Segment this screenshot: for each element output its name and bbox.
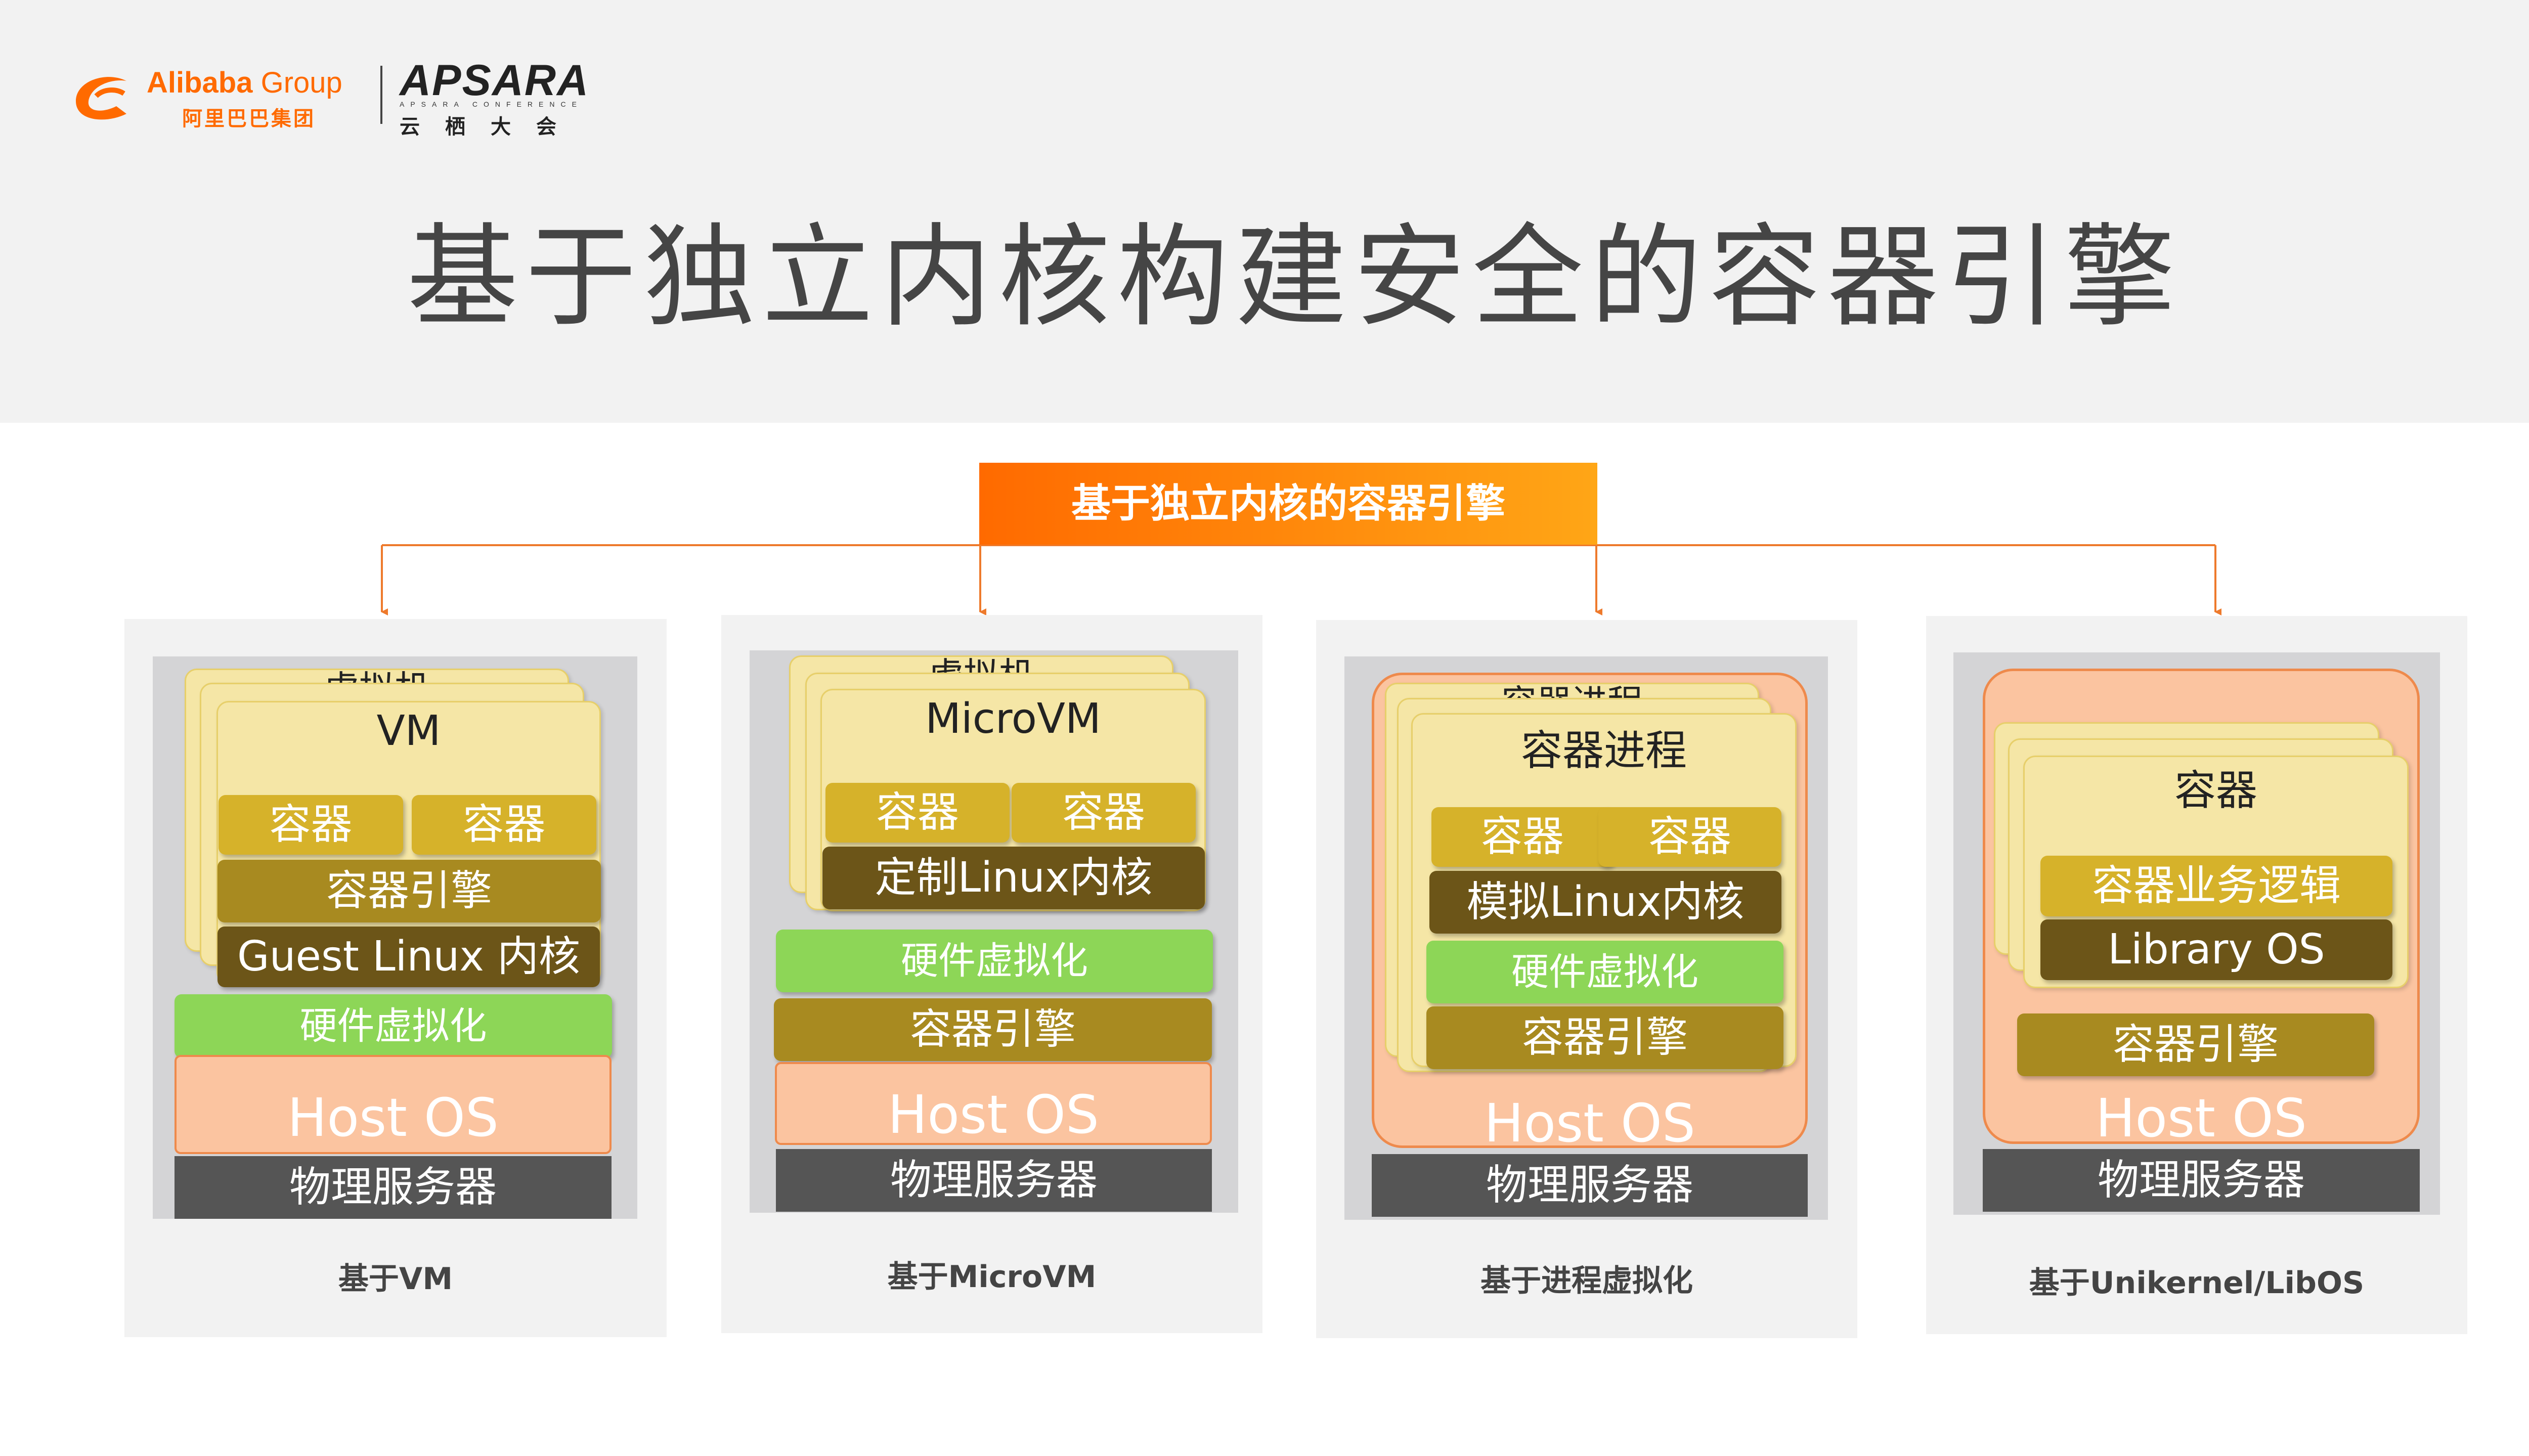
container-box: 容器 <box>825 783 1010 843</box>
alibaba-group-logo: Alibaba Group 阿里巴巴集团 <box>66 56 379 131</box>
group-wordmark: Group <box>252 66 342 99</box>
container-box: 容器 <box>219 795 403 855</box>
physical-server-layer: 物理服务器 <box>175 1156 612 1219</box>
business-logic-layer: 容器业务逻辑 <box>2040 856 2392 916</box>
container-box: 容器 <box>412 795 596 855</box>
physical-server-layer: 物理服务器 <box>1983 1149 2420 1212</box>
apsara-subtitle: APSARA CONFERENCE <box>400 100 583 108</box>
host-os-layer: Host OS <box>775 1062 1212 1145</box>
apsara-cn-wordmark: 云栖大会 <box>400 115 582 139</box>
emulated-kernel-layer: 模拟Linux内核 <box>1429 871 1781 934</box>
container-box: 容器 <box>1431 807 1614 867</box>
panel-caption: 基于Unikernel/LibOS <box>2029 1265 2365 1301</box>
hardware-virtualization-layer: 硬件虚拟化 <box>776 930 1213 992</box>
page-title: 基于独立内核构建安全的容器引擎 <box>407 212 2183 342</box>
container-box: 容器 <box>1598 807 1781 867</box>
hardware-virtualization-layer: 硬件虚拟化 <box>175 994 612 1058</box>
panel-caption: 基于MicroVM <box>887 1259 1097 1295</box>
physical-server-layer: 物理服务器 <box>776 1149 1212 1212</box>
host-os-label: Host OS <box>1484 1092 1695 1154</box>
microvm-card-title: MicroVM <box>925 695 1101 743</box>
alibaba-smile-icon <box>76 77 126 120</box>
container-engine-layer: 容器引擎 <box>217 860 601 922</box>
header-band <box>0 0 2529 423</box>
unikernel-card-title: 容器 <box>2174 767 2257 815</box>
apsara-wordmark: APSARA <box>400 56 590 105</box>
panel-caption: 基于进程虚拟化 <box>1480 1263 1693 1299</box>
alibaba-wordmark: Alibaba <box>147 66 253 99</box>
panel-caption: 基于VM <box>338 1261 453 1297</box>
process-card-title: 容器进程 <box>1520 727 1687 775</box>
library-os-layer: Library OS <box>2040 919 2392 980</box>
hardware-virtualization-layer: 硬件虚拟化 <box>1426 941 1783 1003</box>
container-engine-layer: 容器引擎 <box>2017 1013 2374 1076</box>
container-engine-layer: 容器引擎 <box>1426 1006 1783 1069</box>
custom-kernel-layer: 定制Linux内核 <box>822 847 1205 909</box>
container-engine-layer: 容器引擎 <box>774 998 1212 1061</box>
apsara-logo: APSARA APSARA CONFERENCE 云栖大会 <box>400 56 592 139</box>
guest-kernel-layer: Guest Linux 内核 <box>217 926 600 987</box>
physical-server-layer: 物理服务器 <box>1372 1154 1808 1217</box>
container-box: 容器 <box>1012 783 1196 843</box>
alibaba-cn-wordmark: 阿里巴巴集团 <box>182 107 316 130</box>
logo-divider <box>380 66 382 124</box>
root-node: 基于独立内核的容器引擎 <box>979 463 1597 545</box>
vm-card-title: VM <box>376 707 441 755</box>
host-os-layer: Host OS <box>175 1055 612 1154</box>
host-os-label: Host OS <box>2096 1087 2307 1149</box>
